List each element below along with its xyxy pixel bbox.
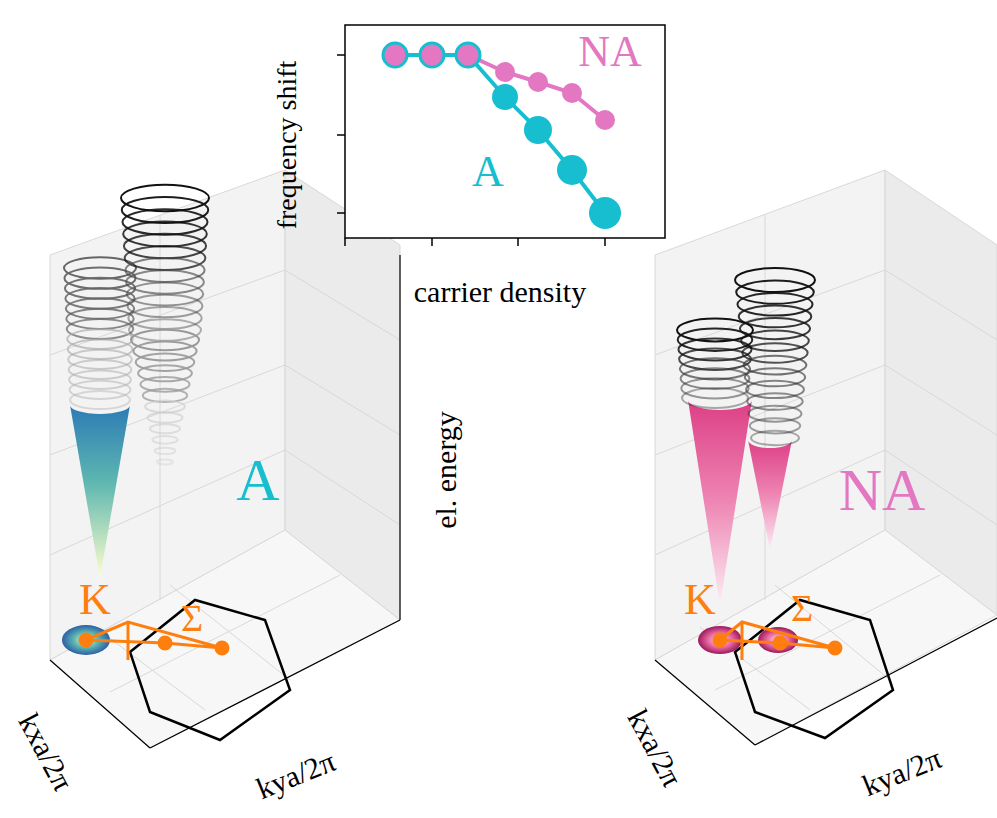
cone-ring [145,401,185,413]
cone-ring [739,306,812,328]
axis-label: frequency shift [273,61,301,230]
right-axes-lines [655,618,997,745]
inset-chart [337,25,665,246]
cone-ring [148,412,183,422]
cone-ring [131,330,199,350]
cone-ring [152,436,177,444]
left-axes-lines [50,255,400,748]
axis-label: kxa/2π [623,705,688,791]
cone-ring [742,343,807,363]
brillouin-zone [735,600,893,738]
cone-ring [150,424,180,433]
cone-ring [70,391,130,409]
left-axes-box [50,170,400,748]
k-path [714,622,841,660]
axis-label: kya/2π [858,743,945,801]
cone-ring [741,331,809,351]
cone-ring [128,307,201,329]
cone-ring [70,381,131,399]
series-label: NA [578,30,642,74]
point-label: K [684,578,716,622]
series-label: A [236,450,279,510]
sigma-cone-filled [748,440,792,550]
k-cone-filled [688,400,752,605]
a-markers [492,84,621,229]
axis-label: kya/2π [252,746,339,804]
cone-ring [740,318,810,339]
axis-label: el. energy [431,411,461,529]
cone-ring [682,388,748,408]
k-path [80,622,228,660]
point-label: Σ [181,599,203,637]
cone-ring [69,370,131,389]
series-label: A [472,150,504,194]
cone-ring [133,342,196,361]
point-label: Σ [791,589,813,627]
cone-ring [737,293,812,316]
right-axes-box [655,170,997,745]
a-series-line [395,55,605,213]
cone-ring [155,448,176,454]
cone-ring [157,460,173,465]
axis-label: kxa/2π [14,709,79,795]
brillouin-zone [130,600,290,740]
cone-rings [64,185,209,465]
point-label: K [79,578,111,622]
axis-label: carrier density [414,277,586,307]
cone-ring [751,431,799,445]
cone-rings [677,268,815,445]
shared-markers [383,43,480,67]
k-cone-filled [70,405,130,578]
series-label: NA [839,460,926,520]
